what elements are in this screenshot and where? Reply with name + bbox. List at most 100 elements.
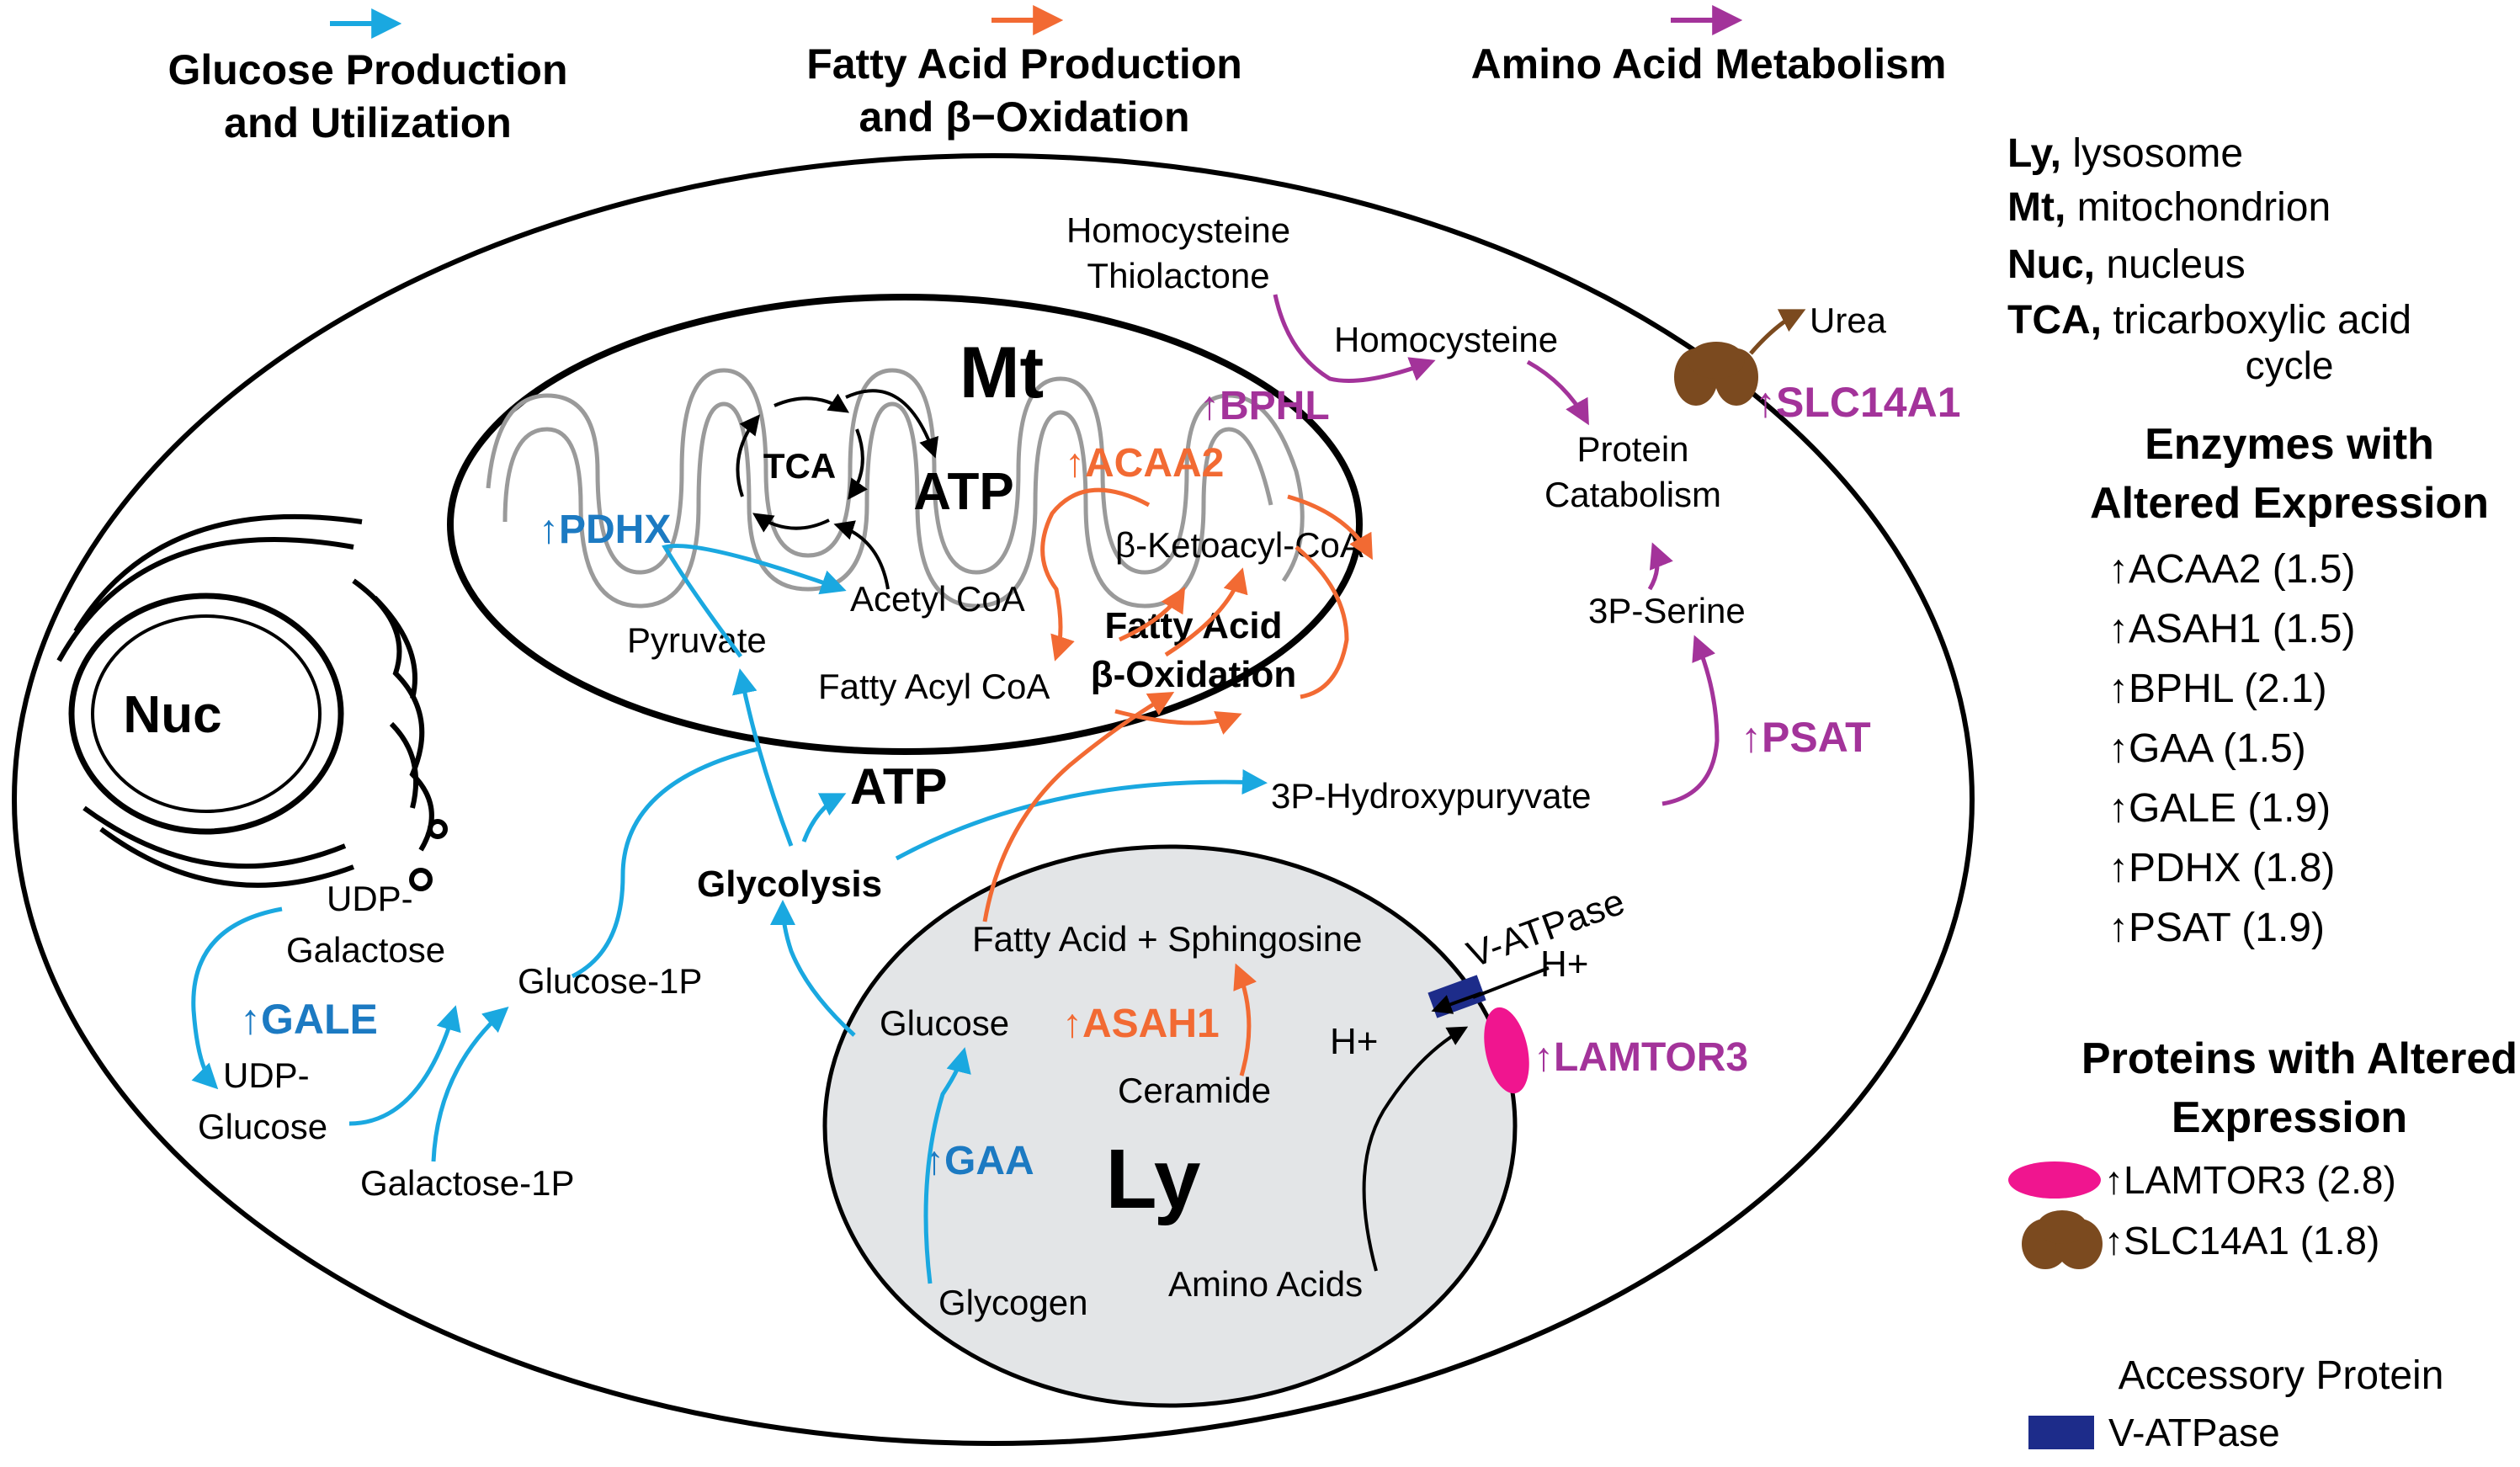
lysosome: Ly Fatty Acid + Sphingosine Glucose ↑ASA…	[822, 844, 1518, 1408]
fao-line1: Fatty Acid	[1104, 605, 1282, 646]
acaa2-label: ↑ACAA2	[1065, 441, 1224, 486]
gale-label: ↑GALE	[240, 996, 378, 1043]
urea-label: Urea	[1810, 300, 1887, 340]
pyruvate-to-acetyl-arrow	[662, 544, 847, 658]
fao-line2: β-Oxidation	[1091, 654, 1296, 695]
protein-catabolism-line2: Catabolism	[1544, 475, 1721, 514]
ceramide-label: Ceramide	[1118, 1071, 1271, 1110]
abbreviation-definition: lysosome	[2061, 131, 2243, 176]
abbreviation-term: Nuc,	[2007, 242, 2095, 287]
udp-galactose-line2: Galactose	[286, 930, 445, 970]
abbreviation-definition: nucleus	[2095, 242, 2246, 287]
proton-arrow-in	[1431, 991, 1482, 1014]
mito-atp-label: ATP	[913, 463, 1013, 521]
ketoacyl-coa-label: β-Ketoacyl-CoA	[1115, 525, 1364, 565]
proton-arrow-out	[1472, 966, 1550, 999]
legend-glucose-line1: Glucose Production	[167, 46, 567, 93]
slc14a1-legend-icon	[2022, 1210, 2103, 1269]
legend-fatty-line1: Fatty Acid Production	[806, 40, 1242, 88]
abbr-tca-line2: cycle	[2246, 343, 2334, 387]
udp-glucose-line1: UDP-	[223, 1055, 310, 1095]
v-atpase-legend-icon	[2028, 1416, 2094, 1449]
slc14a1-label: ↑SLC14A1	[1755, 379, 1961, 426]
abbreviation-definition: tricarboxylic acid	[2102, 298, 2411, 343]
amino-acids-label: Amino Acids	[1168, 1264, 1363, 1304]
proteins-title-line1: Proteins with Altered	[2081, 1034, 2517, 1083]
lyso-glucose-label: Glucose	[880, 1003, 1009, 1043]
lamtor3-shape	[1484, 1007, 1529, 1094]
udp-glucose-line2: Glucose	[198, 1107, 327, 1146]
lysosome-label: Ly	[1106, 1132, 1201, 1226]
glycogen-label: Glycogen	[938, 1283, 1087, 1322]
abbreviation-term: TCA,	[2007, 298, 2102, 343]
abbreviation-term: Ly,	[2007, 131, 2061, 176]
abbreviation-item: TCA, tricarboxylic acid	[2007, 298, 2411, 343]
legend-glucose-line2: and Utilization	[224, 99, 512, 146]
enzyme-item: ↑PDHX (1.8)	[2108, 846, 2335, 890]
galactose-1p-label: Galactose-1P	[360, 1163, 574, 1203]
acetyl-to-tca-arrow	[833, 520, 890, 590]
accessory-title: Accessory Protein	[2119, 1353, 2444, 1398]
abbreviation-item: Nuc, nucleus	[2007, 242, 2246, 287]
bphl-label: ↑BPHL	[1199, 384, 1330, 428]
homocysteine-label: Homocysteine	[1334, 320, 1558, 359]
mitochondrion: Mt TCA ATP ↑PDHX Acetyl CoA Pyruvate Fat…	[447, 294, 1373, 755]
ceramide-to-sphingosine-arrow	[1233, 963, 1257, 1076]
fatty-acyl-coa-label: Fatty Acyl CoA	[818, 667, 1050, 706]
amino-acid-arrows	[1273, 294, 1720, 806]
pyruvate-label: Pyruvate	[627, 620, 767, 660]
legend-fatty-line2: and β−Oxidation	[859, 93, 1189, 141]
fatty-pathway-arrows	[982, 691, 1175, 922]
gaa-label: ↑GAA	[924, 1139, 1034, 1183]
slc14a1-transporter	[1674, 309, 1806, 406]
tca-label: TCA	[763, 446, 836, 486]
legend-amino: Amino Acid Metabolism	[1471, 40, 1947, 88]
abbreviation-definition: mitochondrion	[2065, 185, 2331, 230]
cyto-atp-label: ATP	[850, 758, 948, 815]
protein-catabolism-line1: Protein	[1576, 429, 1688, 469]
homocysteine-thiolactone-line2: Thiolactone	[1087, 256, 1269, 295]
enzyme-item: ↑PSAT (1.9)	[2108, 906, 2325, 950]
abbreviation-item: Mt, mitochondrion	[2007, 185, 2331, 230]
hydroxypyruvate-label: 3P-Hydroxypuryvate	[1271, 776, 1591, 816]
pathway-legend: Glucose Production and Utilization Fatty…	[167, 5, 1947, 146]
enzyme-item: ↑BPHL (2.1)	[2108, 667, 2327, 711]
h-plus-in-label: H+	[1330, 1021, 1378, 1062]
amino-acids-arrow	[1362, 1026, 1469, 1272]
tca-cycle	[736, 393, 868, 533]
abbreviation-item: Ly, lysosome	[2007, 131, 2243, 176]
fatty-acid-sphingosine-label: Fatty Acid + Sphingosine	[972, 919, 1362, 959]
udp-galactose-line1: UDP-	[327, 879, 413, 918]
enzyme-item: ↑ACAA2 (1.5)	[2108, 547, 2355, 592]
nucleus-label: Nuc	[123, 686, 221, 744]
pdhx-label: ↑PDHX	[539, 508, 671, 552]
lamtor3-label: ↑LAMTOR3	[1534, 1035, 1748, 1080]
glycogen-to-glucose-arrow	[923, 1047, 971, 1284]
protein-slc14a1: ↑SLC14A1 (1.8)	[2104, 1219, 2379, 1262]
asah1-label: ↑ASAH1	[1062, 1002, 1220, 1046]
enzyme-list: ↑ACAA2 (1.5) ↑ASAH1 (1.5) ↑BPHL (2.1) ↑GAA …	[2108, 547, 2355, 950]
glucose-pathway-arrows	[191, 668, 1268, 1162]
h-plus-out-label: H+	[1540, 943, 1588, 985]
lamtor3-legend-icon	[2008, 1161, 2101, 1199]
protein-lamtor3: ↑LAMTOR3 (2.8)	[2104, 1158, 2396, 1202]
enzyme-item: ↑GAA (1.5)	[2108, 726, 2306, 771]
glycolysis-label: Glycolysis	[697, 864, 882, 905]
beta-oxidation-spiral	[1040, 487, 1373, 735]
mitochondrion-label: Mt	[960, 332, 1044, 413]
enzymes-title-line1: Enzymes with	[2145, 420, 2434, 469]
enzyme-item: ↑ASAH1 (1.5)	[2108, 607, 2355, 651]
cytoplasm-labels: Homocysteine Thiolactone Homocysteine Ur…	[198, 210, 1961, 1203]
homocysteine-thiolactone-line1: Homocysteine	[1066, 210, 1290, 250]
enzymes-title-line2: Altered Expression	[2090, 479, 2489, 528]
accessory-item: V-ATPase	[2108, 1411, 2280, 1454]
nucleus-golgi: Nuc	[56, 513, 448, 891]
psat-label: ↑PSAT	[1741, 714, 1871, 761]
tca-to-atp-arrow	[845, 389, 938, 459]
proteins-title-line2: Expression	[2172, 1093, 2407, 1142]
enzyme-item: ↑GALE (1.9)	[2108, 786, 2331, 831]
glucose-1p-label: Glucose-1P	[518, 961, 702, 1001]
